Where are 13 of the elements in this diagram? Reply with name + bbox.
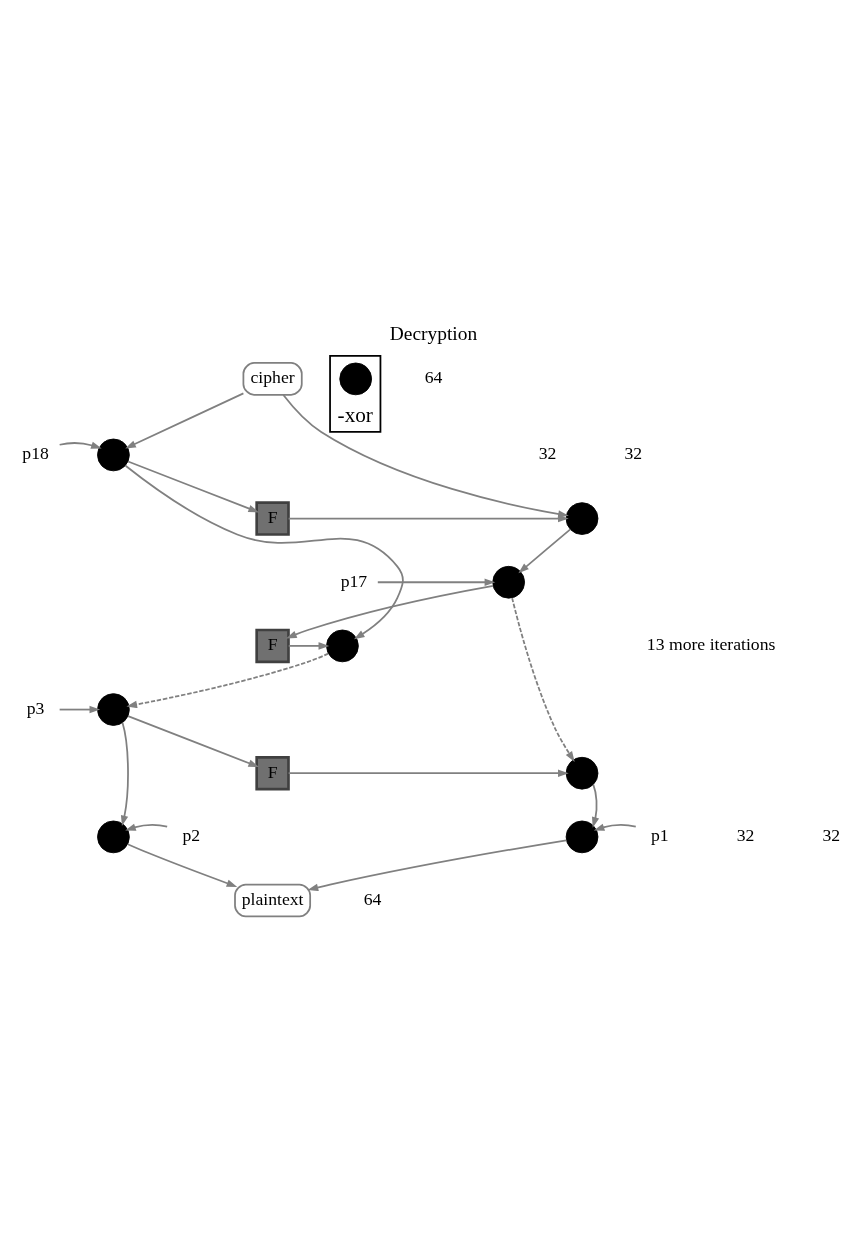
label: 32 — [736, 824, 755, 845]
label: 13 more iterations — [646, 633, 776, 654]
label: 64 — [363, 888, 382, 909]
label: 32 — [538, 442, 557, 463]
node-text: p1 — [651, 824, 669, 845]
node-text: p2 — [182, 824, 201, 845]
node-text: p17 — [340, 570, 368, 591]
node-text: p18 — [22, 442, 49, 463]
node-text: p3 — [26, 697, 45, 718]
label: 32 — [822, 824, 841, 845]
label: 32 — [624, 442, 643, 463]
label: 64 — [424, 366, 443, 387]
diagram-title: Decryption — [389, 322, 478, 344]
